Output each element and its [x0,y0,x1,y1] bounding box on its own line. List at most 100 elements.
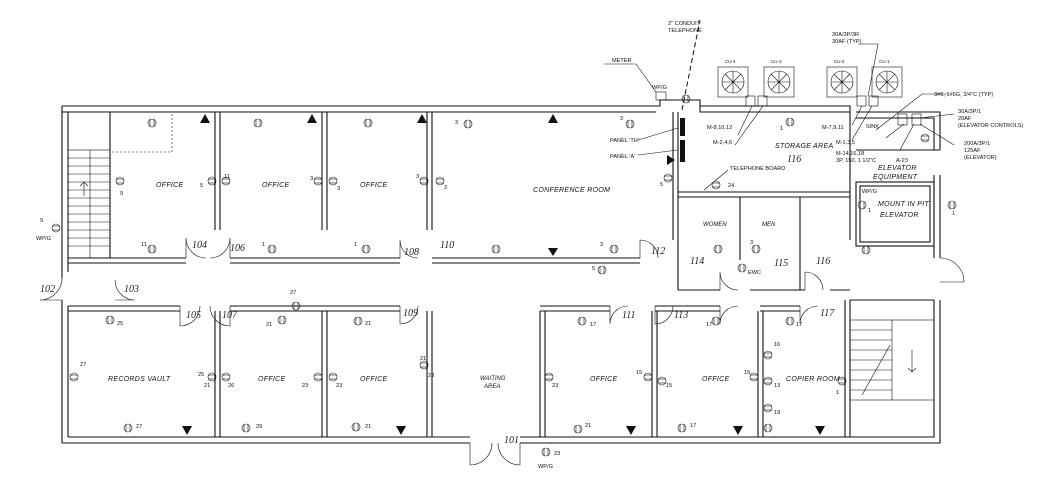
circuit-number: 5 [200,183,203,189]
room-label-office-106: OFFICE [262,182,289,189]
stair-west [67,111,173,259]
receptacle-icon [763,423,773,433]
room-label-records-vault: RECORDS VAULT [108,376,171,383]
receptacle-icon [313,372,323,382]
receptacle-icon [277,315,287,325]
room-number: 107 [222,310,238,321]
disconnect-icon [745,95,756,107]
meter-icon [655,91,667,101]
receptacle-icon [785,316,795,326]
receptacle-icon [69,372,79,382]
circuit-number: 17 [690,423,696,429]
room-number: 101 [504,435,519,446]
receptacle-icon [147,244,157,254]
room-label-storage: STORAGE AREA [775,143,833,150]
room-labels: OFFICE OFFICE OFFICE CONFERENCE ROOM STO… [108,143,929,390]
room-number: 114 [690,256,704,267]
note-elev-controls-frame: 20AF [958,116,972,122]
circuit-number: 21 [204,383,210,389]
room-label-elevator: ELEVATOR [880,212,919,219]
receptacles [51,94,957,457]
room-label-office-109: OFFICE [360,376,387,383]
circuit-number: 1 [836,390,839,396]
room-label-copier: COPIER ROOM [786,376,840,383]
phone-outlet-icon [417,114,427,123]
room-numbers: 104 106 108 110 112 114 115 116 102 103 … [40,154,835,446]
receptacle-icon [857,200,867,210]
receptacle-icon [763,376,773,386]
cu-2: CU-2 [826,59,858,98]
receptacle-icon [681,94,691,104]
room-label-waiting-2: AREA [483,384,500,390]
note-ewc: EWC [748,270,761,276]
circuit-number: 26 [228,383,234,389]
circuit-number: 27 [80,362,86,368]
receptacle-icon [221,176,231,186]
circuit-number: 29 [256,424,262,430]
receptacle-icon [115,176,125,186]
receptacle-icon [221,372,231,382]
receptacle-icon [785,117,795,127]
circuit-number: 3 [750,240,753,246]
receptacle-icon [267,244,277,254]
disconnect-icon [897,113,908,126]
receptacle-icon [711,180,721,190]
receptacle-icon [837,376,847,386]
receptacle-icon [947,200,957,210]
receptacle-icon [351,422,361,432]
circuit-number: 9 [40,218,43,224]
receptacle-icon [207,176,217,186]
receptacle-icon [419,176,429,186]
room-label-elevator-equipment-2: EQUIPMENT [873,174,918,181]
receptacle-icon [643,372,653,382]
note-cu-breaker: 30A/3P/3R [832,32,859,38]
receptacle-icon [253,118,263,128]
circuit-number: 19 [774,410,780,416]
receptacle-icon [573,424,583,434]
note-conduit-telephone: TELEPHONE [668,28,702,34]
room-label-office-111: OFFICE [590,376,617,383]
note-elevator-breaker: 200A/3P/1 [964,141,990,147]
interior-walls [68,112,940,437]
receptacle-icon [328,372,338,382]
receptacle-icon [763,350,773,360]
phone-outlet-icon [733,426,743,435]
cu-label: CU-4 [725,59,736,64]
receptacle-icon [657,376,667,386]
circuit-number: 9 [120,191,123,197]
room-label-elevator-equipment-1: ELEVATOR [878,165,917,172]
receptacle-icon [291,301,301,311]
note-mech-circuits: M-2,4,6 [713,140,732,146]
phone-outlet-icon [182,426,192,435]
room-number: 109 [403,308,418,319]
note-circuit: A-23 [896,158,908,164]
circuit-number: 27 [136,424,142,430]
room-number: 103 [124,284,139,295]
receptacle-icon [544,372,554,382]
phone-outlet-icon [548,248,558,256]
circuit-number: 15 [666,383,672,389]
receptacle-icon [147,118,157,128]
receptacle-icon [207,372,217,382]
receptacle-icon [861,245,871,255]
circuit-number: 13 [774,383,780,389]
disconnect-icon [856,95,867,107]
circuit-number: 23 [302,383,308,389]
room-label-office-113: OFFICE [702,376,729,383]
cu-4: CU-4 [717,59,749,98]
cu-3: CU-3 [763,59,795,98]
note-mech-circuits: M-1,3,5 [836,140,855,146]
disconnect-icon [911,113,922,126]
note-wp-g: WP/G [652,85,667,91]
receptacle-icon [711,316,721,326]
note-elevator-frame: 125AF [964,148,981,154]
room-label-office-107: OFFICE [258,376,285,383]
receptacle-icon [363,118,373,128]
note-meter: METER [612,58,632,64]
phone-outlet-icon [815,426,825,435]
circuit-number: 3 [600,242,603,248]
note-mech-feeder: 3P, 150, 1 1/2"C [836,158,876,164]
door-swings [39,237,965,466]
note-elevator: (ELEVATOR) [964,155,997,161]
